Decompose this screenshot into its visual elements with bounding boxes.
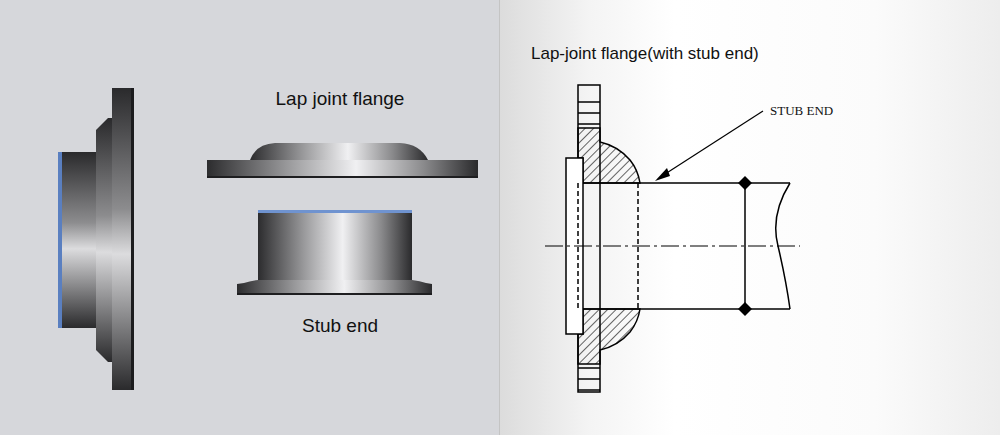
- drawing-title: Lap-joint flange(with stub end): [531, 44, 759, 64]
- callout-label: STUB END: [770, 103, 833, 119]
- panel-divider: [499, 0, 500, 435]
- part-label: Lap joint flange: [276, 88, 405, 110]
- part-label: Stub end: [302, 315, 378, 337]
